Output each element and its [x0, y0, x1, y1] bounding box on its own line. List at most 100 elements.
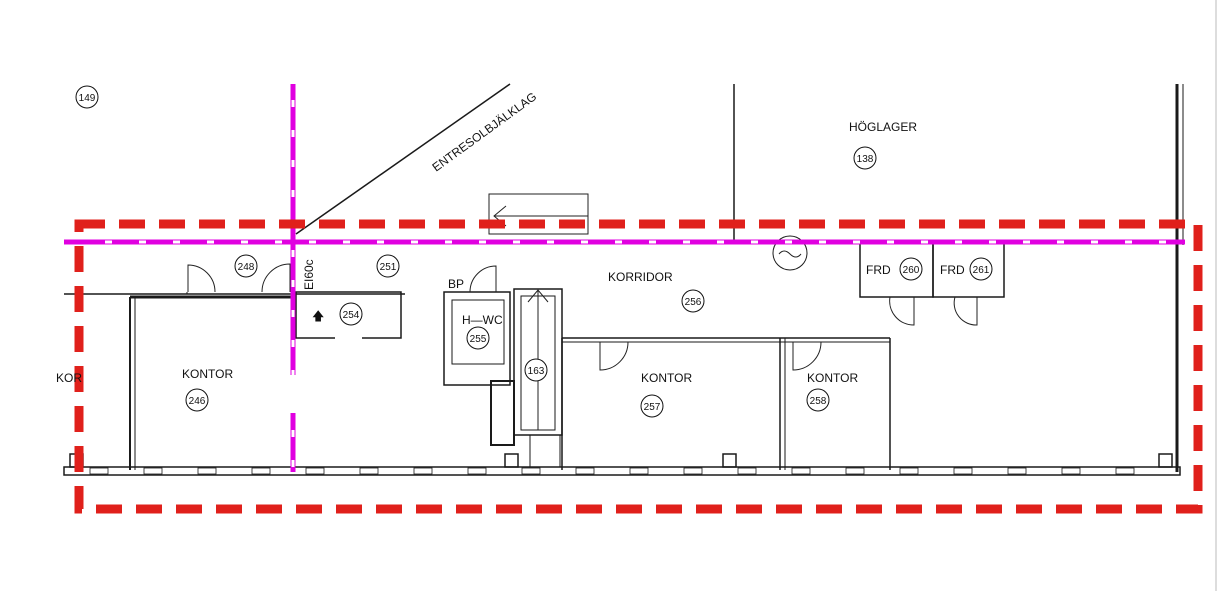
fire-line-tick — [291, 340, 295, 347]
window — [845, 467, 865, 475]
fire-line-tick — [547, 240, 554, 244]
fire-line-tick — [1125, 240, 1132, 244]
svg-text:149: 149 — [79, 93, 96, 104]
room-number-258: 258 — [806, 388, 830, 412]
area-boundary — [74, 219, 1203, 514]
fire-line-tick — [291, 460, 295, 467]
window — [899, 467, 919, 475]
room-number-163: 163 — [524, 358, 548, 382]
window — [1007, 467, 1027, 475]
fire-line-tick — [1057, 240, 1064, 244]
fire-line-tick — [717, 240, 724, 244]
fire-line-tick — [445, 240, 452, 244]
window — [521, 467, 541, 475]
fire-line-tick — [513, 240, 520, 244]
window — [791, 467, 811, 475]
fire-line-tick — [291, 100, 295, 107]
fire-line-tick — [291, 250, 295, 257]
svg-text:254: 254 — [343, 310, 360, 321]
window — [953, 467, 973, 475]
svg-text:258: 258 — [810, 396, 827, 407]
svg-text:260: 260 — [903, 265, 920, 276]
fire-line-tick — [377, 240, 384, 244]
svg-text:246: 246 — [189, 396, 206, 407]
door-frd-260 — [889, 296, 915, 326]
window — [1115, 467, 1135, 475]
fire-line-tick — [479, 240, 486, 244]
fire-line-ticks — [105, 100, 1166, 467]
electric-outlet-icon — [772, 235, 808, 271]
column-c — [1158, 453, 1173, 468]
room-number-261: 261 — [969, 257, 993, 281]
room-name-frd-261: FRD — [940, 263, 965, 277]
svg-text:163: 163 — [528, 366, 545, 377]
fire-line-tick — [291, 370, 295, 377]
fire-line-tick — [139, 240, 146, 244]
room-number-138: 138 — [853, 146, 877, 170]
fire-line-tick — [615, 240, 622, 244]
room-name-korridor: KORRIDOR — [608, 270, 673, 284]
fire-line-tick — [173, 240, 180, 244]
window — [575, 467, 595, 475]
fire-line-tick — [105, 240, 112, 244]
fire-line-tick — [989, 240, 996, 244]
room-number-149: 149 — [75, 85, 99, 109]
door-257 — [599, 341, 629, 371]
fire-line-tick — [291, 190, 295, 197]
column-b — [722, 453, 737, 468]
room-number-246: 246 — [185, 388, 209, 412]
svg-text:255: 255 — [470, 334, 487, 345]
window — [1061, 467, 1081, 475]
window — [143, 467, 163, 475]
fire-line-tick — [291, 160, 295, 167]
column-stair — [490, 380, 515, 446]
room-number-248: 248 — [234, 254, 258, 278]
window — [359, 467, 379, 475]
door-258 — [792, 341, 822, 371]
room-number-260: 260 — [899, 257, 923, 281]
window — [251, 467, 271, 475]
svg-text:251: 251 — [380, 262, 397, 273]
room-name-hwc: H—WC — [462, 313, 503, 327]
fire-line-tick — [343, 240, 350, 244]
fire-line-tick — [291, 130, 295, 137]
window — [89, 467, 109, 475]
room-number-255: 255 — [466, 326, 490, 350]
electric-wave — [778, 250, 802, 258]
svg-text:256: 256 — [685, 297, 702, 308]
entresol-diagonal — [295, 83, 511, 235]
room-name-kontor-246: KONTOR — [182, 367, 233, 381]
room-number-251: 251 — [376, 254, 400, 278]
window — [629, 467, 649, 475]
svg-text:257: 257 — [644, 402, 661, 413]
window — [305, 467, 325, 475]
shaft-arrowhead — [527, 289, 549, 303]
window — [467, 467, 487, 475]
fire-class-label: EI60c — [302, 259, 316, 290]
fire-line-tick — [291, 310, 295, 317]
fire-line-tick — [291, 430, 295, 437]
room-name-hoglager: HÖGLAGER — [849, 120, 917, 134]
room-254-arrow: 🡅 — [312, 309, 324, 323]
window — [683, 467, 703, 475]
room-number-257: 257 — [640, 394, 664, 418]
column-a — [504, 453, 519, 468]
fire-line-tick — [309, 240, 316, 244]
room-number-256: 256 — [681, 289, 705, 313]
fire-line-tick — [1023, 240, 1030, 244]
window — [413, 467, 433, 475]
fire-line-tick — [683, 240, 690, 244]
fire-line-tick — [785, 240, 792, 244]
fire-line-tick — [275, 240, 282, 244]
fire-line-tick — [241, 240, 248, 244]
fire-line-tick — [1159, 240, 1166, 244]
storage-rack — [488, 193, 589, 235]
toilet-inner — [451, 299, 505, 365]
fire-line-tick — [887, 240, 894, 244]
door-248 — [187, 264, 216, 293]
fire-line-tick — [411, 240, 418, 244]
fire-line-tick — [921, 240, 928, 244]
toilet-block — [443, 291, 511, 386]
fire-line-tick — [291, 280, 295, 287]
